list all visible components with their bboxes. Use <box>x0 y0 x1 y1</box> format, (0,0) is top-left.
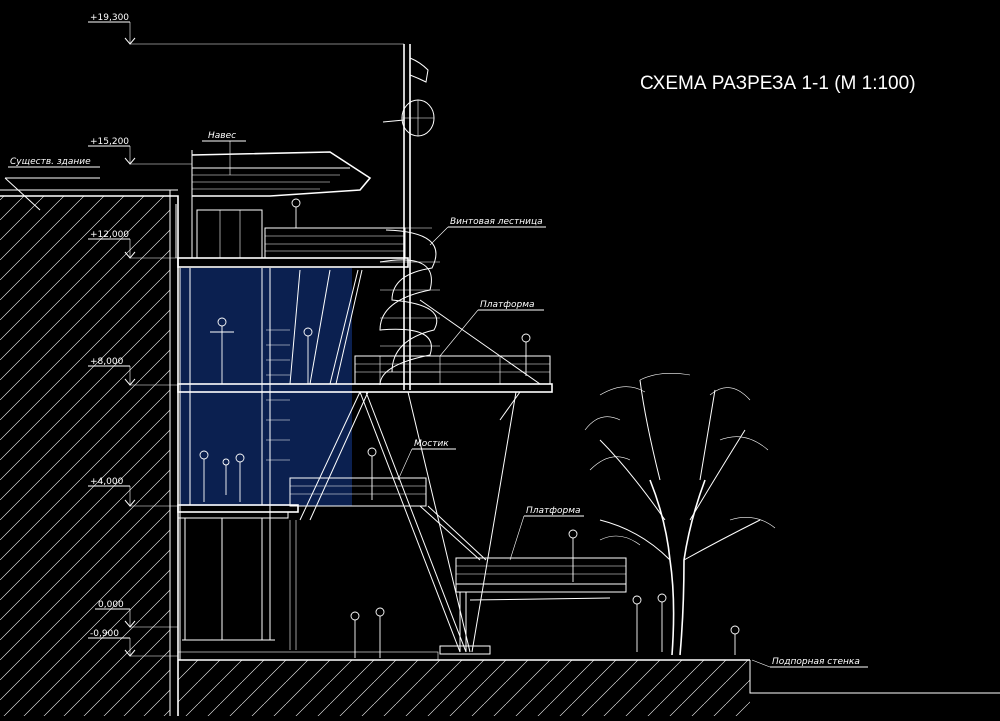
level-marker-0000: 0,000 <box>95 600 178 628</box>
level-marker-12000: +12,000 <box>88 230 178 259</box>
bridge <box>289 477 487 561</box>
svg-text:Платформа: Платформа <box>526 506 581 516</box>
glazed-volume <box>180 268 352 506</box>
callout-canopy: Навес <box>202 131 246 175</box>
level-label: +4,000 <box>90 477 124 487</box>
support-struts <box>299 391 611 655</box>
svg-text:Винтовая лестница: Винтовая лестница <box>450 217 543 227</box>
figure <box>210 317 234 384</box>
figure <box>235 453 245 502</box>
figure <box>303 327 313 384</box>
upper-terrace <box>264 227 406 259</box>
svg-text:Мостик: Мостик <box>414 439 449 449</box>
svg-text:Подпорная стенка: Подпорная стенка <box>772 657 860 667</box>
callout-spiral-stair: Винтовая лестница <box>429 217 546 246</box>
lower-platform <box>455 557 627 652</box>
figure <box>375 607 385 658</box>
level-label: +8,000 <box>90 357 124 367</box>
level-marker-4000: +4,000 <box>88 477 178 507</box>
figure <box>222 458 230 495</box>
level-label: -0,900 <box>90 629 119 639</box>
upper-platform <box>354 299 551 421</box>
callout-upper-platform: Платформа <box>439 300 544 357</box>
svg-text:Платформа: Платформа <box>480 300 535 310</box>
canopy-structure <box>175 150 372 259</box>
level-label: 0,000 <box>98 600 124 610</box>
level-label: +19,300 <box>90 13 129 23</box>
level-marker-8000: +8,000 <box>88 357 178 386</box>
callout-bridge: Мостик <box>397 439 456 481</box>
spiral-staircase <box>379 227 440 386</box>
figure <box>521 333 531 376</box>
figure <box>657 593 667 652</box>
figure <box>199 450 209 502</box>
level-marker-15200: +15,200 <box>88 137 192 165</box>
figure <box>367 447 377 500</box>
callout-existing-building: Существ. здание <box>8 157 100 168</box>
callout-lower-platform: Платформа <box>509 506 584 561</box>
level-markers: +19,300 +15,200 +12,000 +8,000 <box>88 13 404 657</box>
level-marker-19300: +19,300 <box>88 13 404 45</box>
interior-stair <box>266 269 363 461</box>
figure <box>568 529 578 582</box>
existing-building <box>0 177 179 716</box>
svg-text:Существ. здание: Существ. здание <box>10 157 91 167</box>
drawing-title: СХЕМА РАЗРЕЗА 1-1 (М 1:100) <box>640 73 916 94</box>
ground <box>177 651 1000 716</box>
figure <box>350 611 360 658</box>
svg-text:Навес: Навес <box>208 131 236 141</box>
tree <box>584 373 776 656</box>
level-marker-m0900: -0,900 <box>88 629 178 657</box>
level-label: +15,200 <box>90 137 129 147</box>
callouts: Существ. здание Навес Винтовая лестница … <box>8 131 868 668</box>
figure <box>730 625 740 655</box>
callout-retaining-wall: Подпорная стенка <box>751 657 868 668</box>
figure <box>291 198 301 228</box>
mast <box>382 44 435 390</box>
human-figures <box>199 198 740 658</box>
level-label: +12,000 <box>90 230 129 240</box>
figure <box>632 595 642 652</box>
